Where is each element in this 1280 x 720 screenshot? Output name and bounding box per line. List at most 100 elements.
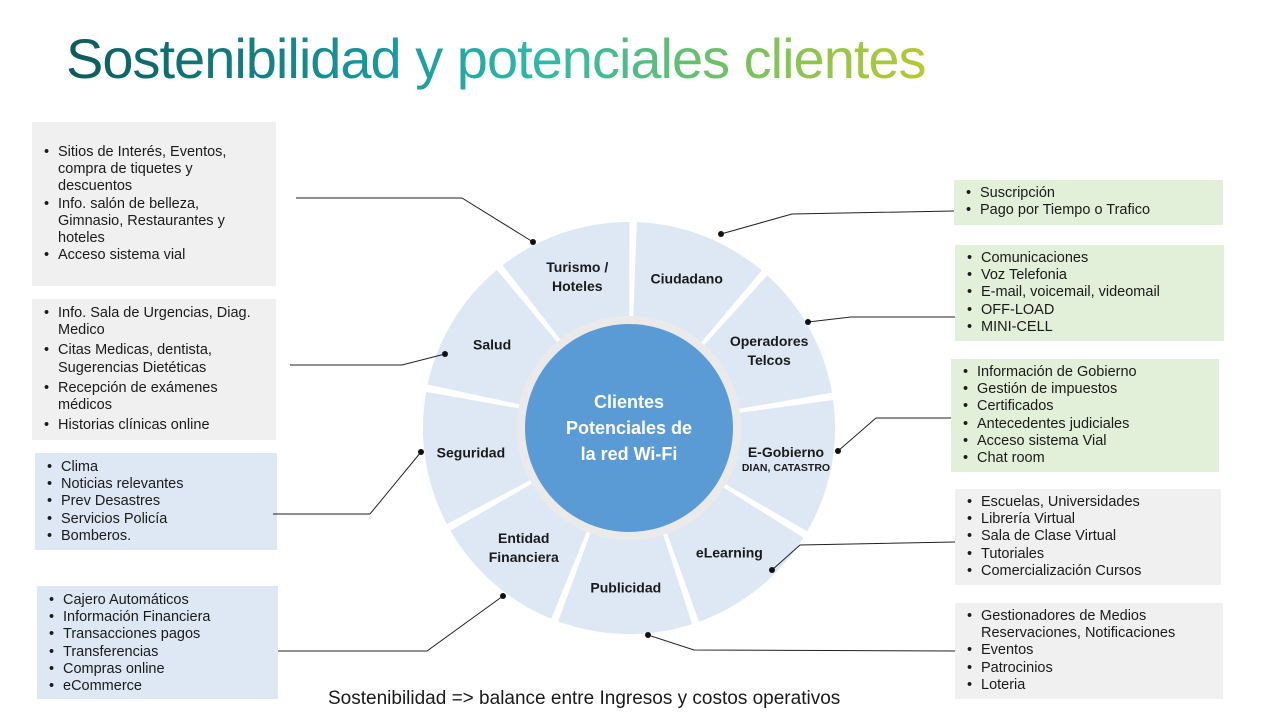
connector-publicidad: [647, 634, 956, 652]
segment-seguridad: [423, 391, 530, 525]
dot-egobierno: [835, 448, 841, 454]
list-item: Info. salón de belleza, Gimnasio, Restau…: [40, 196, 268, 248]
segment-sublabel: DIAN, CATASTRO: [741, 461, 831, 474]
list-item: Librería Virtual: [963, 511, 1213, 528]
segment-operadores-telcos: [704, 275, 832, 409]
segment-label-elearning: eLearning: [696, 543, 763, 562]
list-item: Prev Desastres: [43, 493, 269, 510]
box-ciudadano: SuscripciónPago por Tiempo o Trafico: [954, 180, 1223, 225]
segment-label-publicidad: Publicidad: [590, 578, 661, 597]
segment-label-ciudadano: Ciudadano: [651, 269, 723, 288]
box-salud: Info. Sala de Urgencias, Diag. MedicoCit…: [32, 299, 276, 440]
list-item: Sala de Clase Virtual: [963, 528, 1213, 545]
list-item: Chat room: [959, 450, 1211, 467]
segment-group: [423, 222, 835, 634]
center-line-3: la red Wi-Fi: [580, 444, 678, 464]
connector-egobierno: [837, 417, 951, 452]
list-item: Gestionadores de Medios Reservaciones, N…: [963, 608, 1215, 642]
list-item: Citas Medicas, dentista, Sugerencias Die…: [40, 342, 268, 376]
connector-ciudadano: [720, 210, 955, 235]
list-seguridad: ClimaNoticias relevantesPrev DesastresSe…: [43, 459, 269, 545]
box-turismo: Sitios de Interés, Eventos, compra de ti…: [32, 122, 276, 286]
list-publicidad: Gestionadores de Medios Reservaciones, N…: [963, 608, 1215, 694]
list-item: Servicios Policía: [43, 511, 269, 528]
list-item: E-mail, voicemail, videomail: [963, 284, 1216, 301]
list-item: Antecedentes judiciales: [959, 416, 1211, 433]
list-financiera: Cajero AutomáticosInformación Financiera…: [45, 592, 270, 695]
list-item: eCommerce: [45, 678, 270, 695]
box-financiera: Cajero AutomáticosInformación Financiera…: [37, 586, 278, 699]
dot-publicidad: [645, 632, 651, 638]
center-line-2: Potenciales de: [565, 418, 693, 438]
connector-lines: [273, 197, 956, 652]
segment-ciudadano: [633, 222, 762, 343]
list-elearning: Escuelas, UniversidadesLibrería VirtualS…: [963, 494, 1213, 580]
page-title: Sostenibilidad y potenciales clientes: [66, 24, 927, 94]
segment-label-line: E-Gobierno: [747, 443, 825, 460]
list-item: Acceso sistema Vial: [959, 433, 1211, 450]
list-item: Clima: [43, 459, 269, 476]
list-item: Cajero Automáticos: [45, 592, 270, 609]
list-operadores: ComunicacionesVoz TelefoniaE-mail, voice…: [963, 250, 1216, 336]
list-salud: Info. Sala de Urgencias, Diag. MedicoCit…: [40, 305, 268, 435]
center-circle: [525, 324, 733, 532]
center-label: Clientes Potenciales de la red Wi-Fi: [539, 389, 719, 467]
segment-label-line: Salud: [473, 336, 512, 353]
connector-elearning: [771, 541, 956, 571]
list-ciudadano: SuscripciónPago por Tiempo o Trafico: [962, 185, 1215, 220]
list-item: Pago por Tiempo o Trafico: [962, 202, 1215, 219]
box-seguridad: ClimaNoticias relevantesPrev DesastresSe…: [35, 453, 277, 550]
segment-salud: [427, 269, 558, 405]
connector-turismo: [296, 197, 534, 243]
list-egobierno: Información de GobiernoGestión de impues…: [959, 364, 1211, 467]
connector-dots: [418, 231, 841, 638]
segment-label-line: Publicidad: [590, 579, 662, 596]
list-item: Gestión de impuestos: [959, 381, 1211, 398]
segment-e-gobierno: [725, 399, 835, 532]
dot-turismo: [530, 239, 536, 245]
footer-note: Sostenibilidad => balance entre Ingresos…: [328, 688, 841, 709]
list-item: Comunicaciones: [963, 250, 1216, 267]
center-line-1: Clientes: [593, 392, 665, 412]
segment-elearning: [667, 487, 804, 622]
segment-label-line: Financiera: [488, 549, 559, 566]
list-item: Info. Sala de Urgencias, Diag. Medico: [40, 305, 268, 339]
list-item: Loteria: [963, 677, 1215, 694]
list-item: Historias clínicas online: [40, 417, 268, 434]
list-item: Sitios de Interés, Eventos, compra de ti…: [40, 144, 268, 196]
list-turismo: Sitios de Interés, Eventos, compra de ti…: [40, 144, 268, 265]
dot-financiera: [500, 593, 506, 599]
segment-label-line: Operadores: [729, 332, 809, 349]
segment-label-line: Telcos: [747, 351, 791, 368]
list-item: Recepción de exámenes médicos: [40, 380, 268, 414]
list-item: OFF-LOAD: [963, 302, 1216, 319]
segment-label-line: Turismo /: [546, 258, 609, 275]
box-elearning: Escuelas, UniversidadesLibrería VirtualS…: [955, 489, 1221, 585]
dot-seguridad: [418, 449, 424, 455]
segment-label-line: eLearning: [695, 544, 763, 561]
connector-salud: [290, 353, 446, 366]
list-item: Compras online: [45, 661, 270, 678]
box-publicidad: Gestionadores de Medios Reservaciones, N…: [955, 603, 1223, 699]
list-item: Transferencias: [45, 644, 270, 661]
list-item: Suscripción: [962, 185, 1215, 202]
segment-label-seguridad: Seguridad: [437, 443, 505, 462]
connector-operadores: [807, 316, 955, 323]
list-item: Noticias relevantes: [43, 476, 269, 493]
connector-seguridad: [273, 451, 422, 515]
segment-publicidad: [558, 533, 693, 634]
segment-label-line: Seguridad: [436, 444, 506, 461]
list-item: Comercialización Cursos: [963, 563, 1213, 580]
dot-elearning: [769, 567, 775, 573]
dot-ciudadano: [718, 231, 724, 237]
list-item: Escuelas, Universidades: [963, 494, 1213, 511]
list-item: Bomberos.: [43, 528, 269, 545]
segment-label-turismo-hoteles: Turismo /Hoteles: [546, 258, 608, 296]
connector-financiera: [278, 595, 504, 652]
segment-label-line: Entidad: [498, 530, 550, 547]
list-item: Certificados: [959, 398, 1211, 415]
dot-salud: [442, 351, 448, 357]
